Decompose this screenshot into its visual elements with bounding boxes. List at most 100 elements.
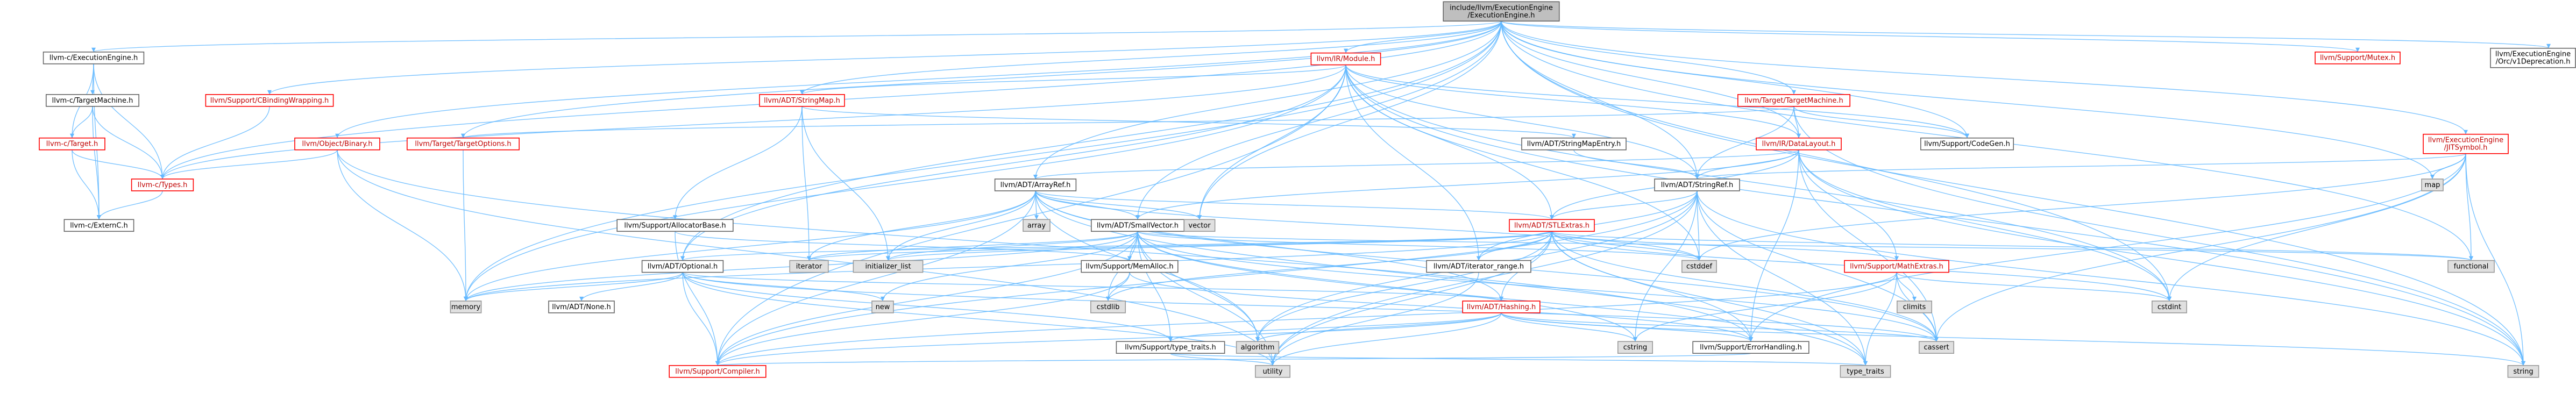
edge-arrowhead xyxy=(2469,256,2473,261)
node-label: initializer_list xyxy=(865,263,911,271)
node-orcdep[interactable]: llvm/ExecutionEngine/Orc/v1Deprecation.h xyxy=(2490,47,2576,68)
node-label: llvm/ADT/StringRef.h xyxy=(1661,181,1733,189)
node-label: llvm/Support/Compiler.h xyxy=(675,368,760,376)
node-new[interactable]: new xyxy=(871,301,894,313)
node-string[interactable]: string xyxy=(2507,365,2539,378)
edge-arrowhead xyxy=(1127,256,1132,261)
node-typetraits[interactable]: llvm/Support/type_traits.h xyxy=(1116,341,1225,354)
edge-irmod-to-datalayout xyxy=(1345,65,1799,138)
node-itrange[interactable]: llvm/ADT/iterator_range.h xyxy=(1426,260,1531,273)
node-cstdlib[interactable]: cstdlib xyxy=(1090,301,1126,313)
node-cassert[interactable]: cassert xyxy=(1919,341,1955,354)
edge-arrowhead xyxy=(1344,48,1348,53)
node-label: llvm/ADT/None.h xyxy=(552,303,611,311)
node-mathext[interactable]: llvm/Support/MathExtras.h xyxy=(1844,260,1949,273)
node-algorithm[interactable]: algorithm xyxy=(1236,341,1280,354)
node-box xyxy=(1840,365,1891,378)
node-label: climits xyxy=(1903,303,1926,311)
edge-stringref-to-stlextras xyxy=(1551,190,1698,220)
edge-jitsym-to-stringref xyxy=(1697,153,2466,180)
node-memalloc[interactable]: llvm/Support/MemAlloc.h xyxy=(1081,260,1179,273)
edge-root-to-vector xyxy=(1199,21,1502,220)
edge-arrowhead xyxy=(1168,337,1173,342)
node-smallvec[interactable]: llvm/ADT/SmallVector.h xyxy=(1091,219,1185,232)
edge-stlextras-to-utility xyxy=(1272,231,1552,366)
node-stringref[interactable]: llvm/ADT/StringRef.h xyxy=(1654,178,1740,191)
edge-memalloc-to-errhandling xyxy=(1129,272,1751,342)
node-c_tm[interactable]: llvm-c/TargetMachine.h xyxy=(46,94,139,107)
edge-arrowhead xyxy=(2464,130,2468,134)
edge-optional-to-compiler xyxy=(682,272,718,366)
node-datalayout[interactable]: llvm/IR/DataLayout.h xyxy=(1756,137,1842,151)
node-cstddef2[interactable]: cstddef xyxy=(1681,260,1718,273)
edge-c_ee-to-c_types xyxy=(93,63,163,179)
node-c_ee[interactable]: llvm-c/ExecutionEngine.h xyxy=(42,51,145,65)
node-cbw[interactable]: llvm/Support/CBindingWrapping.h xyxy=(205,94,334,107)
node-initlist[interactable]: initializer_list xyxy=(853,260,924,273)
edge-c_tm-to-c_externc xyxy=(92,106,100,220)
node-box xyxy=(2447,260,2495,273)
node-cstdint[interactable]: cstdint xyxy=(2152,301,2188,313)
edge-datalayout-to-cstdint xyxy=(1798,149,2170,301)
node-map[interactable]: map xyxy=(2421,178,2444,191)
node-c_externc[interactable]: llvm-c/ExternC.h xyxy=(63,219,134,232)
node-memory[interactable]: memory xyxy=(450,301,482,313)
node-optional[interactable]: llvm/ADT/Optional.h xyxy=(641,260,724,273)
edge-jitsym-to-cstddef2 xyxy=(1699,153,2466,261)
edge-arrowhead xyxy=(1965,133,1969,138)
node-utility[interactable]: utility xyxy=(1255,365,1291,378)
node-vector[interactable]: vector xyxy=(1183,219,1216,232)
edge-root-to-stringref xyxy=(1501,21,1698,179)
node-c_types[interactable]: llvm-c/Types.h xyxy=(131,178,194,191)
node-array[interactable]: array xyxy=(1023,219,1051,232)
node-stlextras[interactable]: llvm/ADT/STLExtras.h xyxy=(1509,219,1595,232)
node-objbin[interactable]: llvm/Object/Binary.h xyxy=(294,137,380,151)
edge-root-to-mutex xyxy=(1501,20,2358,53)
node-c_target[interactable]: llvm-c/Target.h xyxy=(39,137,105,151)
node-errhandling[interactable]: llvm/Support/ErrorHandling.h xyxy=(1692,341,1809,354)
node-jitsym[interactable]: llvm/ExecutionEngine/JITSymbol.h xyxy=(2423,133,2509,154)
node-box xyxy=(1255,365,1291,378)
node-box xyxy=(39,137,105,151)
edge-strmap-to-iterator xyxy=(801,106,810,261)
node-hashing[interactable]: llvm/ADT/Hashing.h xyxy=(1462,301,1541,313)
edge-jitsym-to-cassert xyxy=(1936,153,2466,342)
node-irmod[interactable]: llvm/IR/Module.h xyxy=(1310,52,1381,66)
node-strmapentry[interactable]: llvm/ADT/StringMapEntry.h xyxy=(1521,137,1627,151)
node-arrayref[interactable]: llvm/ADT/ArrayRef.h xyxy=(994,178,1077,191)
node-codegen[interactable]: llvm/Support/CodeGen.h xyxy=(1920,137,2014,151)
edge-irmod-to-strmap xyxy=(801,64,1346,95)
edge-memalloc-to-compiler xyxy=(717,272,1130,366)
edge-arrowhead xyxy=(2355,47,2360,52)
node-cstring[interactable]: cstring xyxy=(1617,341,1654,354)
node-allocbase[interactable]: llvm/Support/AllocatorBase.h xyxy=(616,219,734,232)
node-box xyxy=(1236,341,1280,354)
edge-stlextras-to-cstdlib xyxy=(1108,231,1552,301)
node-mutex[interactable]: llvm/Support/Mutex.h xyxy=(2315,51,2401,65)
edge-stlextras-to-memory xyxy=(465,231,1552,302)
node-tgtmach[interactable]: llvm/Target/TargetMachine.h xyxy=(1737,94,1851,107)
node-box xyxy=(1090,301,1126,313)
edge-arrowhead xyxy=(800,90,804,95)
node-strmap[interactable]: llvm/ADT/StringMap.h xyxy=(759,94,845,107)
node-typetraits_std[interactable]: type_traits xyxy=(1840,365,1891,378)
node-adtnone[interactable]: llvm/ADT/None.h xyxy=(548,301,615,313)
node-root[interactable]: include/llvm/ExecutionEngine/ExecutionEn… xyxy=(1443,1,1560,22)
edge-datalayout-to-stringref xyxy=(1697,149,1799,180)
edge-root-to-codegen xyxy=(1501,21,1968,138)
edge-objbin-to-c_types xyxy=(162,149,338,180)
edge-arrayref-to-memory xyxy=(465,190,1036,301)
node-label: llvm/ADT/StringMap.h xyxy=(764,97,840,105)
edge-strmap-to-allocbase xyxy=(675,106,803,220)
node-box xyxy=(1081,260,1179,273)
edge-irmod-to-compiler xyxy=(717,65,1346,366)
node-iterator[interactable]: iterator xyxy=(789,260,829,273)
node-box xyxy=(294,137,380,151)
edge-smallvec-to-iterator xyxy=(808,231,1138,261)
node-functional[interactable]: functional xyxy=(2447,260,2495,273)
node-compiler[interactable]: llvm/Support/Compiler.h xyxy=(669,365,767,378)
node-climits[interactable]: climits xyxy=(1897,301,1933,313)
edge-arrowhead xyxy=(1697,256,1701,261)
edge-root-to-memory xyxy=(465,21,1502,301)
node-tgtopt[interactable]: llvm/Target/TargetOptions.h xyxy=(406,137,520,151)
